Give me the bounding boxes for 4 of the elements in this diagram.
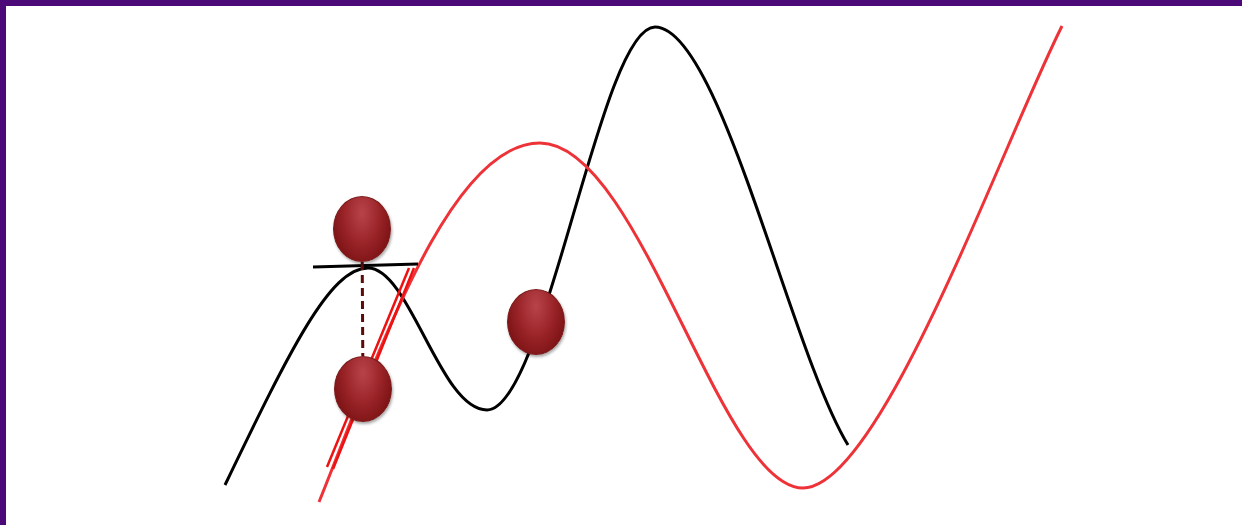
ball [507, 289, 565, 355]
dashed-connector [360, 262, 365, 356]
ball [333, 196, 391, 262]
ball [334, 356, 392, 422]
